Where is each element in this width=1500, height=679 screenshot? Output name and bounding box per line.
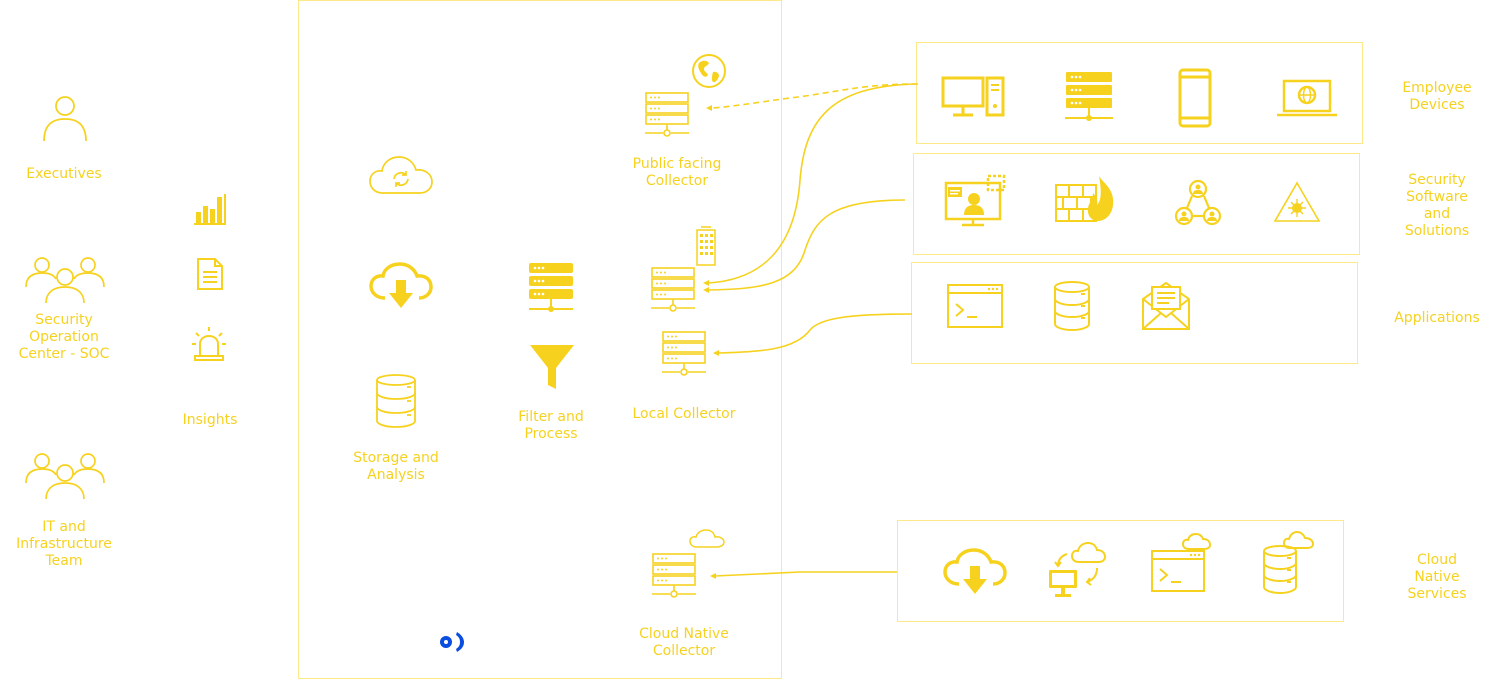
mail-icon	[1141, 279, 1191, 331]
database-icon	[1053, 281, 1091, 332]
cloud-download-icon	[369, 262, 433, 310]
terminal-window-icon	[947, 284, 1003, 328]
cloud-collector-label: Cloud Native Collector	[639, 626, 729, 659]
source-label-applications: Applications	[1394, 310, 1480, 326]
server-icon	[644, 92, 690, 138]
persona-label-soc: Security Operation Center - SOC	[18, 312, 110, 362]
source-label-security-software: Security Software and Solutions	[1404, 172, 1470, 239]
employee-devices-box	[916, 42, 1363, 144]
cloud-sync-monitor-icon	[1047, 540, 1107, 598]
monitor-user-icon	[944, 174, 1008, 227]
applications-box	[911, 262, 1358, 364]
cloud-download-icon	[943, 548, 1007, 596]
group-icon	[24, 453, 106, 501]
threat-alert-icon	[1273, 181, 1321, 223]
server-stack-icon	[527, 262, 575, 314]
alarm-icon	[191, 326, 227, 362]
security-software-box	[913, 153, 1360, 255]
server-icon	[650, 267, 696, 313]
insights-label: Insights	[182, 412, 238, 428]
cloud-native-services-box	[897, 520, 1344, 622]
desktop-pc-icon	[941, 76, 1005, 118]
group-icon	[24, 257, 106, 305]
connector-security-to-local	[707, 199, 906, 291]
filter-process-label: Filter and Process	[518, 409, 584, 442]
funnel-icon	[529, 344, 575, 390]
public-collector-label: Public facing Collector	[632, 156, 722, 189]
cloud-database-icon	[1262, 529, 1316, 595]
server-icon	[651, 553, 697, 599]
database-icon	[375, 373, 417, 429]
laptop-icon	[1276, 79, 1338, 119]
person-icon	[42, 95, 88, 143]
mobile-phone-icon	[1178, 68, 1212, 128]
source-label-employee-devices: Employee Devices	[1402, 80, 1472, 113]
persona-label-it-team: IT and Infrastructure Team	[16, 519, 112, 569]
connector-employee-to-local	[707, 83, 917, 284]
connector-employee-to-public	[711, 83, 919, 109]
building-icon	[694, 226, 718, 266]
cloud-terminal-icon	[1151, 531, 1217, 595]
persona-label-executives: Executives	[26, 166, 102, 182]
source-label-cloud-native-services: Cloud Native Services	[1407, 552, 1467, 602]
small-cloud-icon	[689, 529, 725, 549]
server-icon	[1064, 71, 1114, 123]
firewall-icon	[1055, 175, 1117, 225]
bar-chart-icon	[193, 192, 227, 226]
local-collector-label: Local Collector	[632, 406, 736, 422]
globe-icon	[691, 53, 727, 89]
brand-logo-icon	[438, 630, 466, 654]
document-icon	[196, 257, 224, 291]
connector-applications-to-local	[717, 313, 913, 354]
server-icon	[661, 331, 707, 377]
cloud-sync-icon	[369, 155, 433, 195]
storage-analysis-label: Storage and Analysis	[353, 450, 439, 483]
connector-cloud-to-collector	[714, 571, 897, 577]
user-network-icon	[1174, 179, 1222, 227]
